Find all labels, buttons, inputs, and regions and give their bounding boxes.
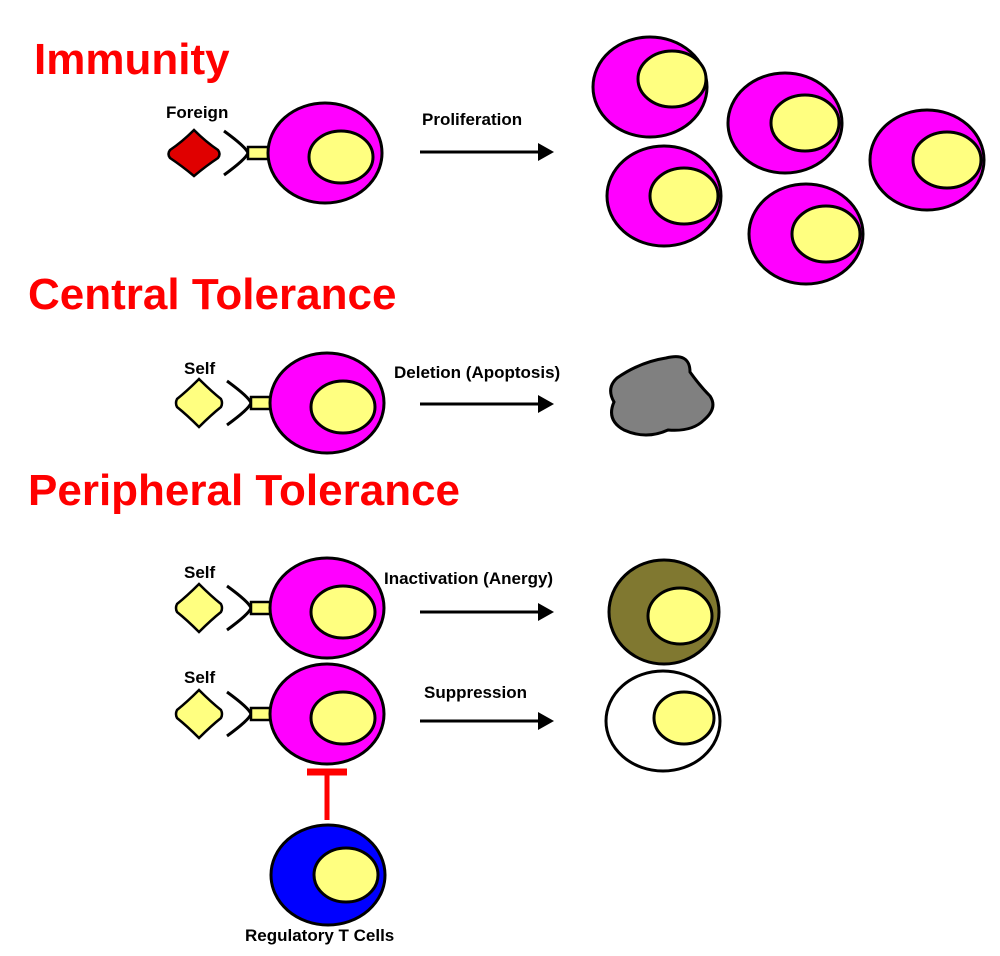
suppression-arrow-icon [418, 710, 556, 732]
proliferated-cell [726, 71, 844, 175]
regulatory-tcells-label: Regulatory T Cells [245, 926, 394, 945]
proliferated-cell [747, 182, 865, 286]
central-tolerance-row: Self Deletion (Apoptosis) [174, 351, 715, 455]
suppression-row: Self Suppression Regulatory T Cells [174, 662, 722, 945]
tcell [268, 662, 386, 766]
inhibition-icon [307, 768, 347, 820]
section-title-central-tolerance: Central Tolerance [28, 270, 396, 319]
self-antigen-label: Self [184, 359, 216, 378]
tcell [268, 556, 386, 660]
tcell [266, 101, 384, 205]
section-title-immunity: Immunity [34, 35, 230, 84]
immunity-row: Foreign Proliferation [166, 35, 986, 286]
self-antigen-label: Self [184, 563, 216, 582]
foreign-antigen-label: Foreign [166, 103, 228, 122]
proliferated-cell [605, 144, 723, 248]
proliferation-arrow-icon [418, 141, 556, 163]
tcell [268, 351, 386, 455]
suppressed-cell [604, 669, 722, 773]
self-antigen-icon [174, 582, 224, 634]
suppression-label: Suppression [424, 683, 527, 702]
foreign-antigen-icon [167, 128, 221, 178]
proliferated-cell [591, 35, 709, 139]
self-antigen-icon [174, 377, 224, 429]
deletion-arrow-icon [418, 393, 556, 415]
regulatory-tcell [269, 823, 387, 927]
self-antigen-label: Self [184, 668, 216, 687]
proliferation-label: Proliferation [422, 110, 522, 129]
anergy-row: Self Inactivation (Anergy) [174, 556, 721, 666]
self-antigen-icon [174, 688, 224, 740]
anergy-label: Inactivation (Anergy) [384, 569, 553, 588]
anergy-arrow-icon [418, 601, 556, 623]
proliferated-cells [591, 35, 986, 286]
anergic-cell [607, 558, 721, 666]
apoptotic-cell [609, 355, 715, 437]
deletion-label: Deletion (Apoptosis) [394, 363, 560, 382]
section-title-peripheral-tolerance: Peripheral Tolerance [28, 466, 460, 515]
proliferated-cell [868, 108, 986, 212]
